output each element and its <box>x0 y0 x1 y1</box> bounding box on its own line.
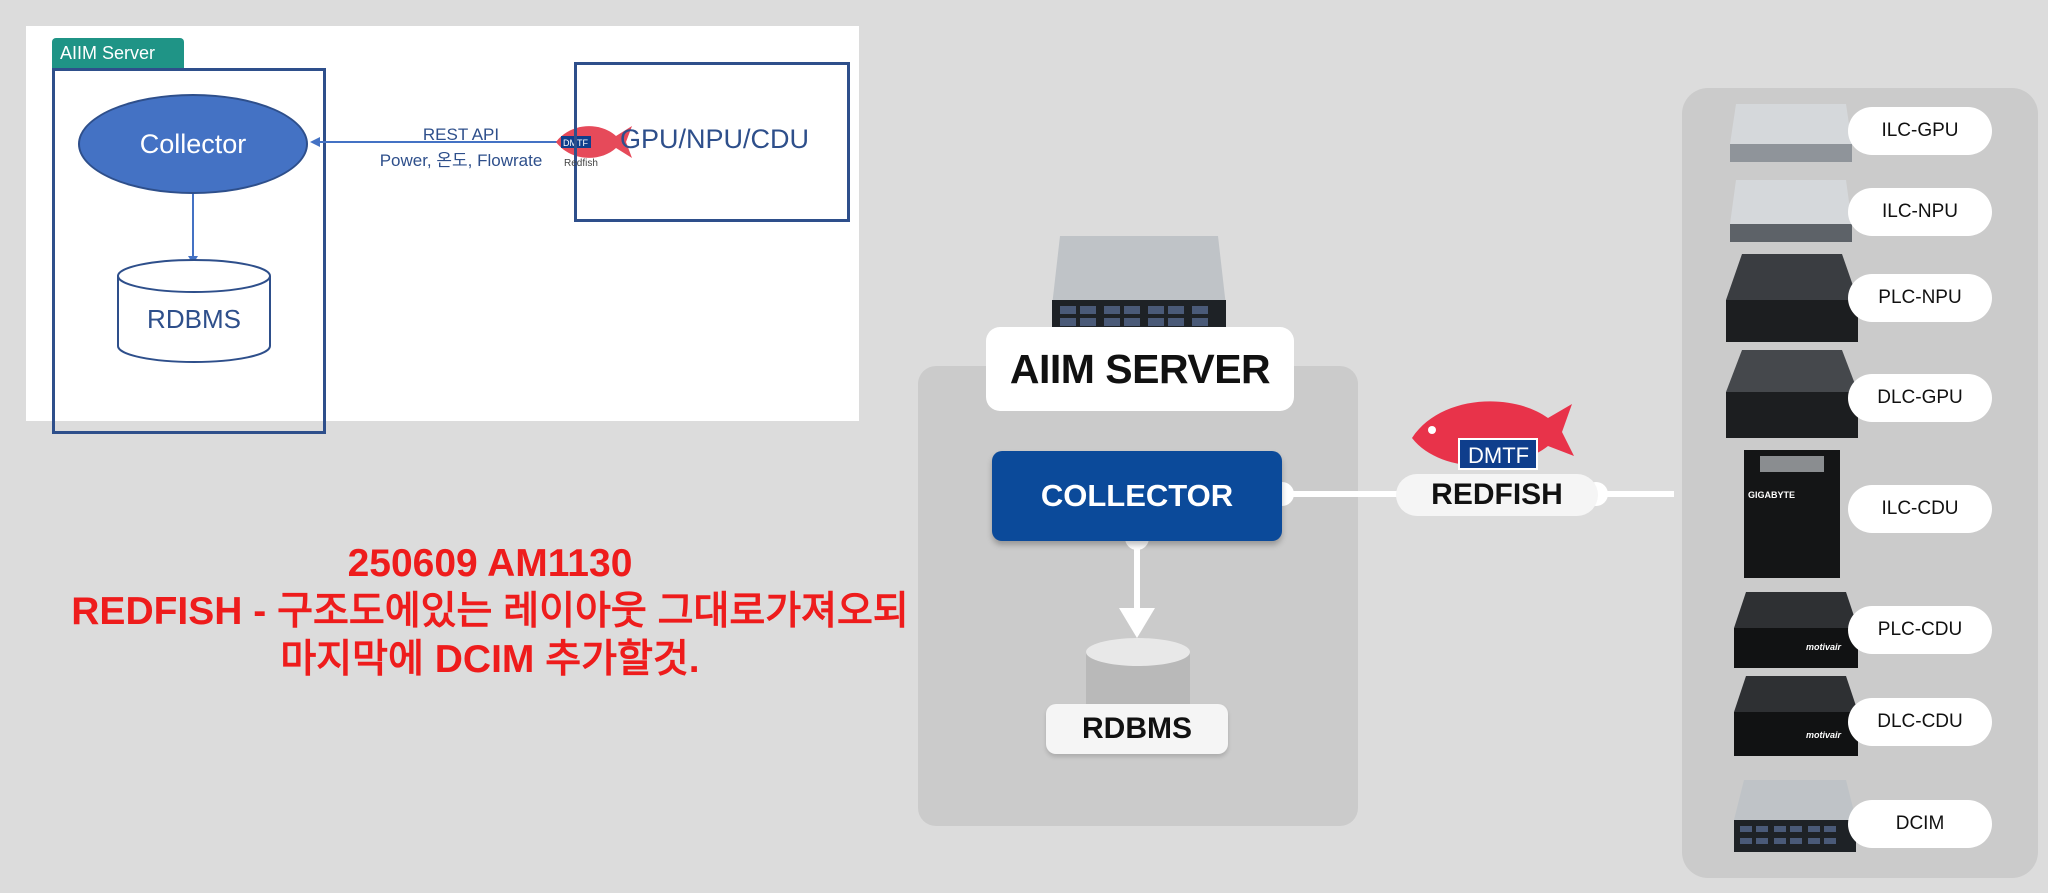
device-label-dcim: DCIM <box>1848 800 1992 848</box>
device-image-plc-cdu: motivair <box>1734 592 1858 668</box>
device-image-ilc-gpu <box>1730 104 1852 162</box>
device-image-ilc-npu <box>1730 180 1852 242</box>
aiim-server-title: AIIM SERVER <box>986 327 1294 411</box>
rdbms-node: RDBMS <box>1046 704 1228 754</box>
note-line-1: 250609 AM1130 <box>347 542 633 585</box>
device-label-dlc-gpu: DLC-GPU <box>1848 374 1992 422</box>
reference-connectors: DMTF <box>117 126 632 363</box>
reference-server-tab: AIIM Server <box>52 38 184 68</box>
device-label-ilc-cdu: ILC-CDU <box>1848 485 1992 533</box>
reference-target-box <box>574 62 850 222</box>
cdu-brand-text-plc: motivair <box>1806 642 1842 652</box>
reference-rdbms-cylinder <box>117 259 271 363</box>
annotation-note: 250609 AM1130 REDFISH - 구조도에있는 레이아웃 그대로가… <box>40 540 940 684</box>
dmtf-badge: DMTF <box>1458 438 1538 470</box>
reference-server-box <box>52 68 326 434</box>
reference-target-label: GPU/NPU/CDU <box>620 124 810 154</box>
device-image-dlc-gpu <box>1726 350 1858 438</box>
reference-diagram-panel: AIIM Server Collector DMTF GPU/NPU/CDU R… <box>26 26 859 434</box>
reference-api-label: REST API Power, 온도, Flowrate <box>356 122 566 174</box>
rdbms-arrowhead <box>1119 608 1155 638</box>
device-label-plc-cdu: PLC-CDU <box>1848 606 1992 654</box>
note-line-3: 마지막에 DCIM 추가할것. <box>280 638 700 681</box>
device-images: GIGABYTE motivair motivair <box>1726 104 1858 852</box>
device-label-plc-npu: PLC-NPU <box>1848 274 1992 322</box>
device-image-ilc-cdu: GIGABYTE <box>1744 450 1840 578</box>
reference-api-line2: Power, 온도, Flowrate <box>379 151 543 170</box>
gigabyte-brand-text: GIGABYTE <box>1748 490 1795 500</box>
device-label-ilc-gpu: ILC-GPU <box>1848 107 1992 155</box>
reference-collector-node: Collector <box>78 94 308 194</box>
reference-api-line1: REST API <box>422 125 500 144</box>
collector-node: COLLECTOR <box>992 451 1282 541</box>
cdu-brand-text-dlc: motivair <box>1806 730 1842 740</box>
device-image-dcim <box>1734 780 1856 852</box>
reference-rdbms-label: RDBMS <box>147 304 241 334</box>
note-line-2: REDFISH - 구조도에있는 레이아웃 그대로가져오되 <box>71 590 909 633</box>
reference-redfish-logo-text: Redfish <box>564 158 598 169</box>
redfish-label: REDFISH <box>1396 474 1598 516</box>
device-image-dlc-cdu: motivair <box>1734 676 1858 756</box>
device-label-ilc-npu: ILC-NPU <box>1848 188 1992 236</box>
device-image-plc-npu <box>1726 254 1858 342</box>
device-label-dlc-cdu: DLC-CDU <box>1848 698 1992 746</box>
